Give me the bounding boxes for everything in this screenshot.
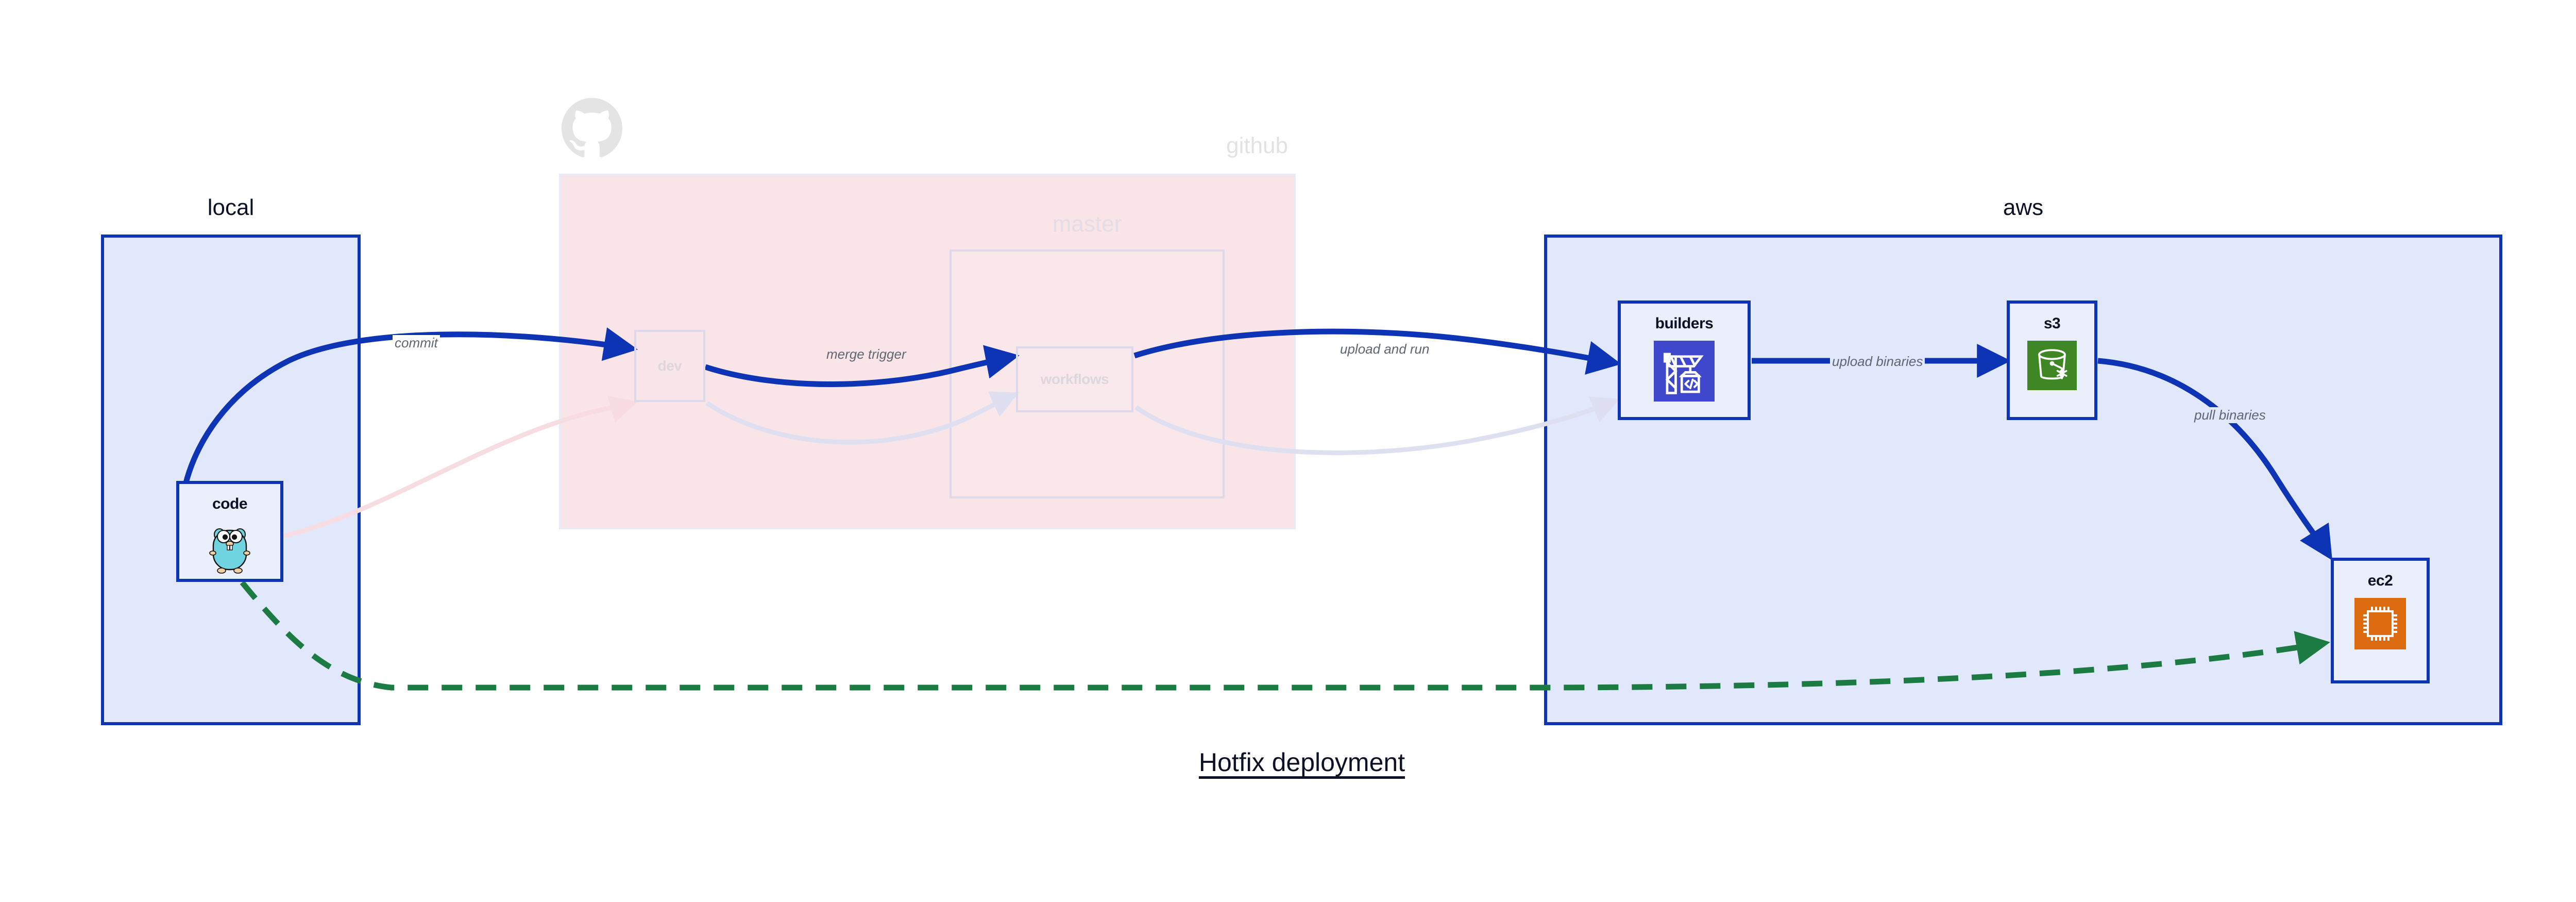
node-ec2-label: ec2 bbox=[2367, 572, 2393, 589]
node-builders[interactable]: builders bbox=[1618, 300, 1751, 420]
go-gopher-icon bbox=[206, 521, 253, 577]
aws-codebuild-icon bbox=[1654, 341, 1715, 404]
github-octocat-icon bbox=[562, 98, 622, 159]
diagram-title: Hotfix deployment bbox=[1198, 748, 1405, 777]
edge-label-commit: commit bbox=[393, 335, 440, 351]
aws-ec2-icon bbox=[2354, 598, 2406, 652]
group-github-label: github bbox=[1226, 133, 1288, 158]
aws-s3-glacier-icon bbox=[2027, 341, 2077, 393]
node-workflows[interactable]: workflows bbox=[1016, 346, 1133, 412]
node-s3-label: s3 bbox=[2043, 315, 2061, 332]
group-aws-label: aws bbox=[2003, 195, 2044, 220]
node-code-label: code bbox=[212, 495, 248, 512]
node-ec2[interactable]: ec2 bbox=[2331, 558, 2430, 683]
group-local bbox=[101, 235, 361, 725]
node-dev[interactable]: dev bbox=[634, 330, 705, 402]
node-builders-label: builders bbox=[1655, 315, 1714, 332]
edge-label-upload-and-run: upload and run bbox=[1338, 341, 1432, 357]
edge-label-merge-trigger: merge trigger bbox=[824, 346, 908, 362]
group-local-label: local bbox=[207, 195, 255, 220]
node-dev-label: dev bbox=[657, 358, 682, 374]
edge-label-upload-binaries: upload binaries bbox=[1830, 354, 1925, 370]
edge-label-pull-binaries: pull binaries bbox=[2192, 407, 2268, 423]
group-master-label: master bbox=[1052, 211, 1122, 237]
node-workflows-label: workflows bbox=[1040, 371, 1109, 387]
node-s3[interactable]: s3 bbox=[2007, 300, 2097, 420]
node-code[interactable]: code bbox=[176, 481, 283, 582]
